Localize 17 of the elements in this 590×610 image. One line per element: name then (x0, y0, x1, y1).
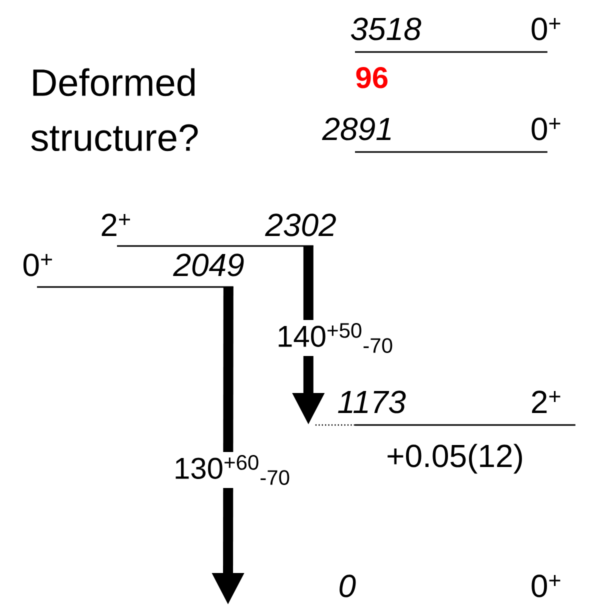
number-label: 96 (356, 67, 388, 88)
spin-label: 0$^{+}$ (532, 18, 560, 40)
spin-label: 2$^{+}$ (102, 214, 130, 236)
heading-text: Deformed structure? (31, 68, 198, 152)
energy-label: 2049 (173, 254, 244, 276)
spin-label: 0$^{+}$ (23, 254, 52, 276)
moment-label: +0.05(12) (388, 444, 522, 474)
edge-label: 130$^{+60}$-70 (170, 452, 294, 488)
energy-label: 0 (340, 574, 356, 598)
spin-label: 0$^{+}$ (532, 118, 560, 140)
energy-label: 1173 (338, 390, 406, 414)
edge-label: 140$^{+50}$-70 (274, 320, 397, 356)
energy-label: 2302 (265, 214, 336, 236)
energy-label: 2891 (322, 118, 391, 140)
spin-label: 2$^{+}$ (532, 390, 560, 413)
spin-label: 0$^{+}$ (532, 574, 560, 598)
energy-label: 3518 (350, 18, 422, 40)
